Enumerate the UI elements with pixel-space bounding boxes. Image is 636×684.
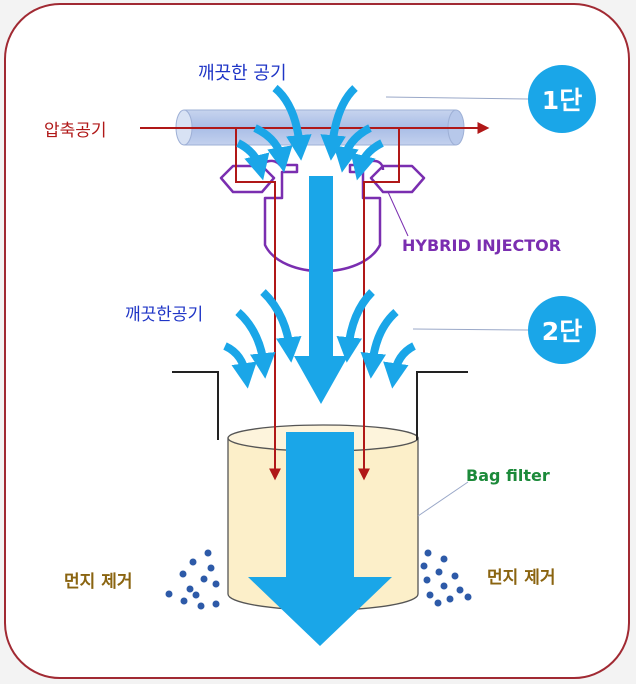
housing-wall-left [172, 371, 219, 440]
dust-particles-left [165, 549, 220, 610]
label-clean-air-mid: 깨끗한공기 [125, 305, 204, 325]
compressed-air-lines [140, 122, 490, 481]
label-dust-removal-right: 먼지 제거 [487, 568, 556, 588]
label-bag-filter: Bag filter [466, 466, 550, 485]
main-airflow-arrow-lower [248, 432, 392, 646]
stage-1-badge: 1단 [528, 65, 596, 133]
label-hybrid-injector: HYBRID INJECTOR [402, 236, 562, 255]
dust-particles-right [420, 549, 472, 607]
main-airflow-arrow-upper [294, 176, 348, 404]
label-clean-air-top: 깨끗한 공기 [198, 63, 287, 84]
label-compressed-air: 압축공기 [44, 121, 107, 141]
leader-lines [385, 96, 529, 517]
housing-wall-right [416, 371, 468, 440]
clean-air-arrows [223, 84, 416, 389]
stage-2-badge: 2단 [528, 296, 596, 364]
label-dust-removal-left: 먼지 제거 [64, 572, 133, 592]
